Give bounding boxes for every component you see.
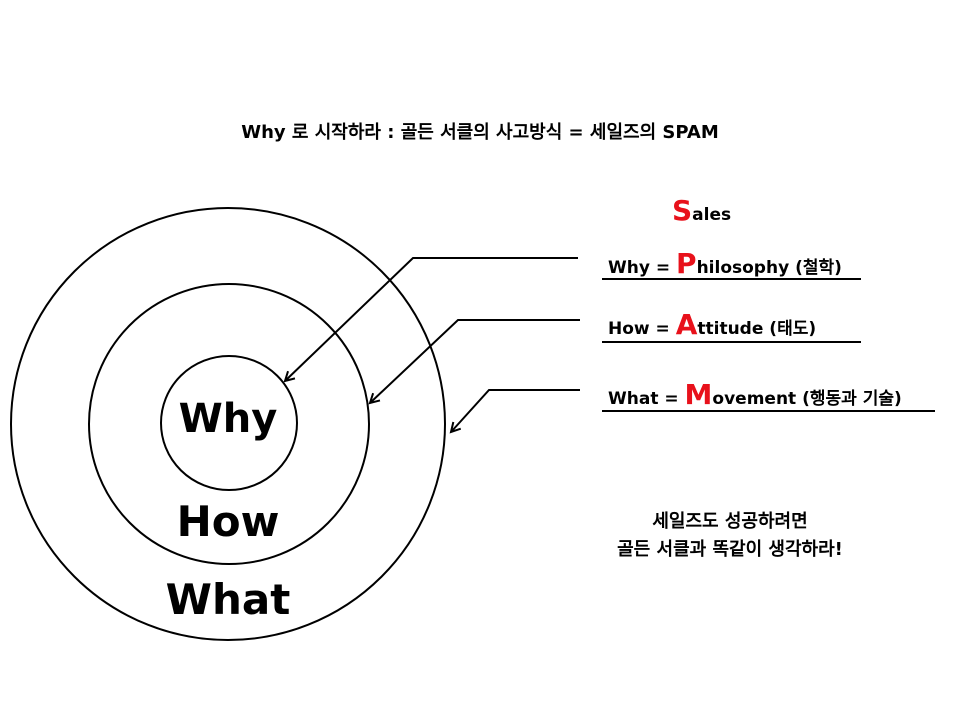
- label-why: Why: [178, 396, 278, 442]
- outer-circle-what: [10, 207, 446, 641]
- row-attitude-rest: ttitude (태도): [697, 319, 817, 339]
- row-movement-prefix: What =: [608, 389, 685, 409]
- row-philosophy-rest: hilosophy (철학): [696, 258, 842, 278]
- sales-letter: S: [672, 194, 693, 227]
- row-attitude-letter: A: [675, 308, 698, 341]
- row-movement-letter: M: [684, 378, 713, 411]
- arrow-to-why: [285, 257, 578, 381]
- row-philosophy-letter: P: [676, 247, 697, 280]
- sales-rest: ales: [692, 205, 732, 225]
- note-line-2: 골든 서클과 똑같이 생각하라!: [617, 539, 843, 560]
- note-line-1: 세일즈도 성공하려면: [652, 511, 808, 532]
- row-attitude-prefix: How =: [608, 319, 676, 339]
- sales-heading: Sales: [672, 194, 731, 227]
- row-philosophy: Why = Philosophy (철학): [608, 247, 842, 280]
- closing-note: 세일즈도 성공하려면 골든 서클과 똑같이 생각하라!: [560, 508, 900, 564]
- row-attitude: How = Attitude (태도): [608, 308, 816, 341]
- label-how: How: [176, 497, 280, 546]
- row-movement-rest: ovement (행동과 기술): [712, 389, 902, 409]
- arrow-to-what: [451, 389, 580, 432]
- inner-circle-why: [160, 355, 298, 491]
- arrow-to-how: [370, 319, 580, 403]
- row-philosophy-prefix: Why =: [608, 258, 677, 278]
- label-what: What: [165, 575, 291, 624]
- row-movement: What = Movement (행동과 기술): [608, 378, 902, 411]
- middle-circle-how: [88, 283, 370, 565]
- page-title: Why 로 시작하라 : 골든 서클의 사고방식 = 세일즈의 SPAM: [241, 122, 719, 143]
